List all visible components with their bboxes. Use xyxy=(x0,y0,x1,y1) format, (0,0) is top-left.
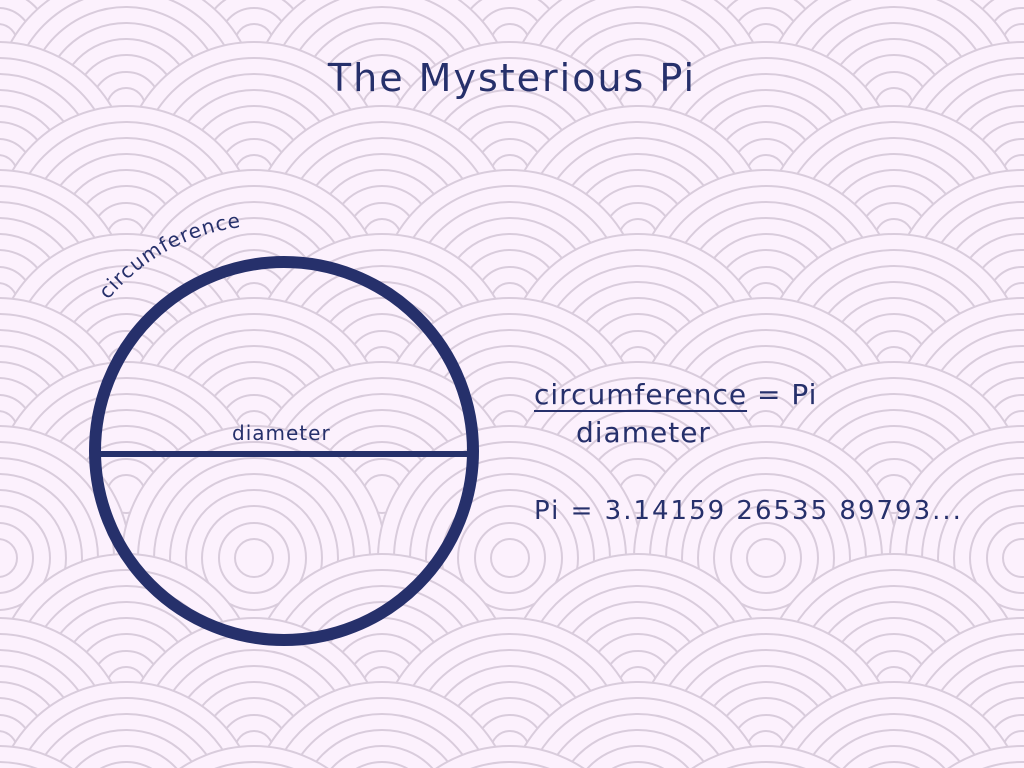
page-title: The Mysterious Pi xyxy=(327,56,697,100)
pi-value: Pi = 3.14159 26535 89793... xyxy=(534,496,963,526)
svg-text:circumference: circumference xyxy=(94,208,243,303)
circumference-label: circumference xyxy=(94,208,242,303)
pi-formula: circumference = Pi diameter xyxy=(534,378,818,449)
formula-equals: = Pi xyxy=(747,378,818,411)
diameter-label: diameter xyxy=(232,421,331,445)
formula-numerator: circumference xyxy=(534,378,748,411)
formula-denominator: diameter xyxy=(576,416,711,449)
